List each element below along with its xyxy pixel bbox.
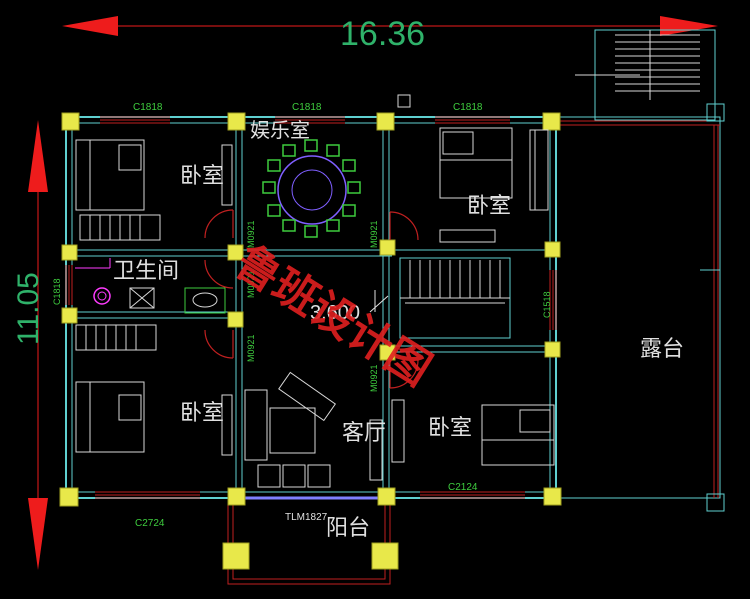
- exterior-staircase: [575, 29, 716, 121]
- left-dimension-arrow-bottom: [28, 498, 48, 570]
- room-label-bedroom-sw: 卧室: [180, 401, 224, 426]
- bathroom-fixtures: [75, 258, 226, 314]
- terrace-outline: [555, 116, 721, 499]
- balcony-outline: [227, 496, 391, 585]
- room-label-bathroom: 卫生间: [113, 259, 179, 284]
- interior-staircase: [399, 257, 511, 339]
- width-dimension-label: 16.36: [340, 15, 425, 53]
- window-label-bottom-left: C2724: [135, 518, 165, 529]
- left-dimension-arrow-top: [28, 120, 48, 192]
- bed-ne: [397, 94, 549, 243]
- window-label-top-right: C1818: [453, 102, 483, 113]
- balcony-door-label: TLM1827: [285, 512, 328, 523]
- door-label-ent-left: M0921: [246, 220, 256, 248]
- door-label-sw-bed: M0921: [246, 334, 256, 362]
- window-label-top-mid: C1818: [292, 102, 322, 113]
- living-room-furniture: [244, 371, 383, 488]
- door-label-se-bed: M0921: [369, 364, 379, 392]
- top-dimension-arrow-right: [660, 16, 718, 36]
- top-dimension-arrow-left: [62, 16, 118, 36]
- mahjong-table: [262, 139, 361, 238]
- windows: [65, 116, 557, 499]
- room-label-bedroom-ne: 卧室: [467, 194, 511, 219]
- door-swings: [204, 209, 419, 389]
- bed-se: [391, 399, 555, 466]
- bed-nw: [75, 139, 233, 241]
- window-label-bottom-right: C2124: [448, 482, 478, 493]
- bed-sw: [75, 324, 233, 456]
- door-label-ent-right: M0921: [369, 220, 379, 248]
- window-label-top-left: C1818: [133, 102, 163, 113]
- height-dimension-label: 11.05: [12, 272, 45, 345]
- elevation-label: 3.600: [310, 302, 360, 324]
- structural-columns: [59, 103, 725, 570]
- room-label-bedroom-nw: 卧室: [180, 164, 224, 189]
- room-label-bedroom-se: 卧室: [428, 416, 472, 441]
- room-label-living-room: 客厅: [342, 421, 386, 446]
- top-dimension: [62, 16, 718, 36]
- window-label-stair: C1518: [542, 291, 552, 318]
- door-label-bath: M0921: [246, 270, 256, 298]
- left-dimension: [28, 120, 48, 570]
- room-label-balcony: 阳台: [326, 516, 370, 541]
- room-label-entertainment: 娱乐室: [250, 118, 310, 142]
- room-label-terrace: 露台: [640, 337, 684, 362]
- window-label-left: C1818: [52, 278, 62, 305]
- watermark: 鲁班设计图: [226, 236, 440, 396]
